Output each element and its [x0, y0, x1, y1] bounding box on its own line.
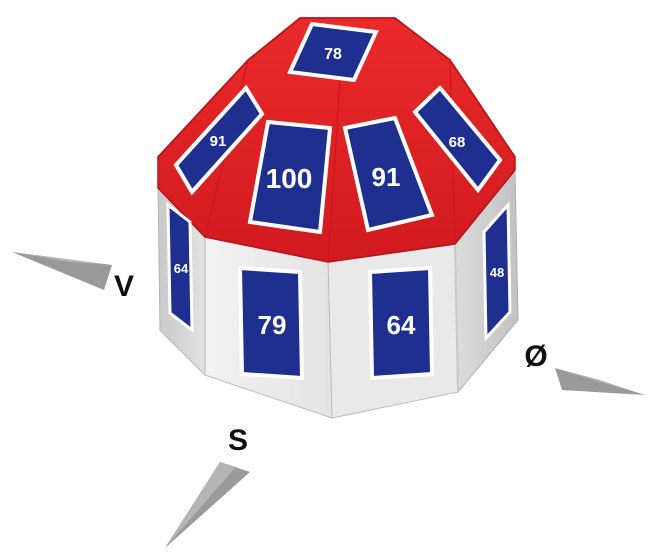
wall-panel-front-left: 79	[240, 268, 302, 378]
wall-panel-left-side: 64	[168, 205, 192, 330]
roof-panel-center-right-value: 91	[372, 162, 401, 192]
wall-panel-left-side-value: 64	[174, 261, 189, 276]
wall-panel-front-right-value: 64	[387, 310, 416, 340]
south-pointer: S	[165, 424, 250, 548]
wall-panel-front-left-value: 79	[258, 310, 287, 340]
wall-panel-right-side-value: 48	[490, 265, 504, 280]
west-arrow-icon	[12, 252, 112, 290]
west-pointer: V	[12, 252, 134, 303]
roof-panel-upper-left-value: 91	[210, 133, 227, 150]
east-label: Ø	[524, 340, 547, 373]
east-pointer: Ø	[524, 340, 645, 395]
west-label: V	[114, 270, 134, 303]
south-arrow-icon	[165, 462, 250, 548]
south-label: S	[228, 424, 248, 457]
wall-panel-front-right: 64	[370, 268, 432, 378]
roof-panel-top-value: 78	[324, 46, 342, 63]
roof-panel-upper-right-value: 68	[449, 134, 466, 151]
roof-panel-center-left-value: 100	[266, 163, 313, 194]
